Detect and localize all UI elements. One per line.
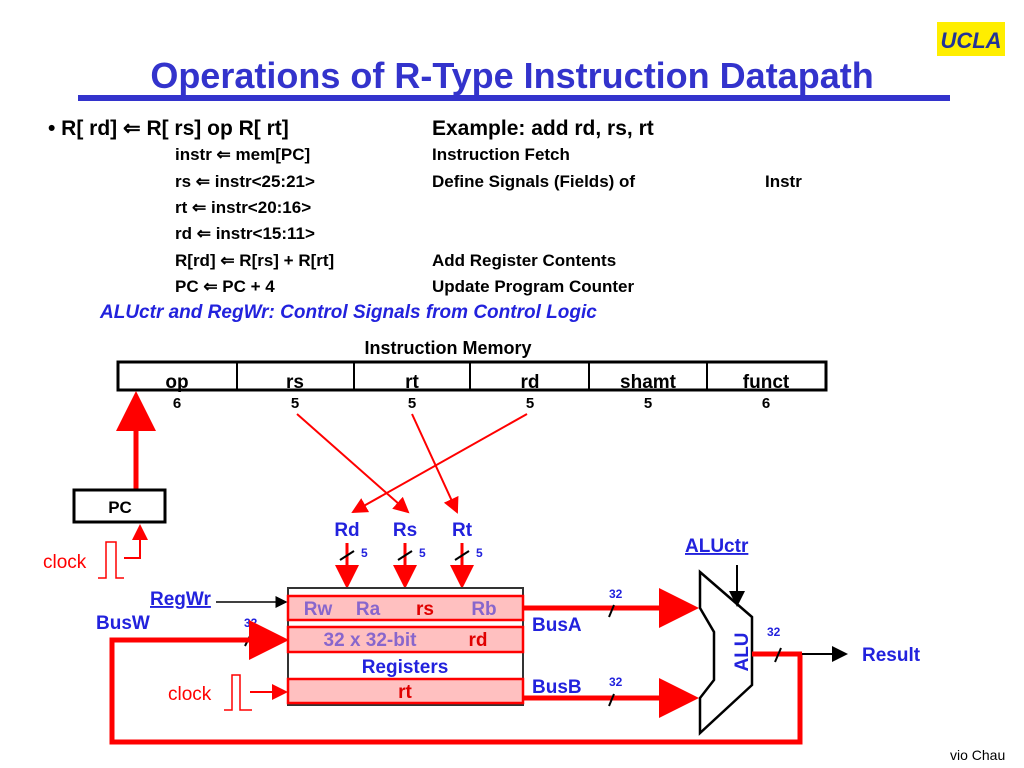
step-list: instr ⇐ mem[PC] Instruction Fetch rs ⇐ i… [175, 145, 802, 296]
control-note: ALUctr and RegWr: Control Signals from C… [99, 302, 597, 323]
busw-label: BusW [96, 613, 150, 634]
clock-label-regfile: clock [168, 684, 212, 705]
width-label: 5 [419, 546, 426, 560]
register-file: Rw Ra Rb 32 x 32-bit Registers rs rd rt [286, 587, 525, 706]
instruction-memory-label: Instruction Memory [364, 338, 531, 358]
step-left: PC ⇐ PC + 4 [175, 277, 275, 296]
port-rb: Rb [471, 599, 496, 620]
regfile-size: 32 x 32-bit [324, 630, 418, 651]
alu-out-width: 32 [767, 625, 781, 639]
width-label: 5 [361, 546, 368, 560]
page-title: Operations of R-Type Instruction Datapat… [150, 55, 873, 96]
bits-rd: 5 [526, 395, 534, 412]
alu [698, 569, 754, 736]
step-right: Define Signals (Fields) of [432, 172, 635, 191]
register-select-wires [335, 543, 474, 589]
step-left: rs ⇐ instr<25:21> [175, 172, 315, 191]
step-left: instr ⇐ mem[PC] [175, 145, 310, 164]
field-funct: funct [743, 372, 790, 393]
field-wires [296, 413, 528, 514]
step-right: Update Program Counter [432, 277, 635, 296]
rt-input-label: Rt [452, 520, 473, 541]
highlight-rt: rt [398, 682, 412, 703]
busa-width: 32 [609, 587, 623, 601]
bullet-left: • R[ rd] ⇐ R[ rs] op R[ rt] [48, 117, 289, 140]
field-rs: rs [286, 372, 304, 393]
title-underline [78, 95, 950, 101]
result-label: Result [862, 645, 921, 666]
busa-label: BusA [532, 615, 582, 636]
pc-register [72, 488, 167, 524]
result-feedback-wire [109, 620, 803, 745]
svg-text:UCLA: UCLA [940, 28, 1001, 53]
aluctr-signal: ALUctr [685, 536, 749, 557]
step-left: R[rd] ⇐ R[rs] + R[rt] [175, 251, 334, 270]
rs-input-label: Rs [393, 520, 417, 541]
highlight-rs: rs [416, 599, 434, 620]
rd-input-label: Rd [334, 520, 359, 541]
bullet-right: Example: add rd, rs, rt [432, 117, 654, 140]
busb-label: BusB [532, 677, 582, 698]
bits-rs: 5 [291, 395, 299, 412]
pc-label: PC [108, 498, 132, 517]
port-rw: Rw [304, 599, 333, 620]
bits-op: 6 [173, 395, 181, 412]
step-left: rt ⇐ instr<20:16> [175, 198, 311, 217]
footer-author: vio Chau [950, 747, 1005, 763]
clock-pulse-icon [224, 674, 252, 711]
bits-rt: 5 [408, 395, 416, 412]
field-rd: rd [521, 372, 540, 393]
regwr-signal: RegWr [150, 589, 211, 610]
field-shamt: shamt [620, 372, 677, 393]
width-label: 5 [476, 546, 483, 560]
port-ra: Ra [356, 599, 381, 620]
highlight-rd: rd [469, 630, 488, 651]
field-op: op [165, 372, 188, 393]
field-rt: rt [405, 372, 419, 393]
clock-wire-pc [124, 524, 148, 559]
clock-pulse-icon [98, 541, 124, 579]
instruction-format: op rs rt rd shamt funct 6 5 5 5 5 6 [116, 360, 828, 412]
step-right: Add Register Contents [432, 251, 616, 270]
step-right: Instruction Fetch [432, 145, 570, 164]
step-left: rd ⇐ instr<15:11> [175, 224, 315, 243]
clock-label-pc: clock [43, 552, 87, 573]
alu-label: ALU [732, 632, 753, 671]
bits-funct: 6 [762, 395, 770, 412]
ucla-logo: UCLA [937, 22, 1005, 56]
bits-shamt: 5 [644, 395, 652, 412]
regfile-name: Registers [362, 657, 449, 678]
busw-width: 32 [244, 616, 258, 630]
busb-width: 32 [609, 675, 623, 689]
step-extra: Instr [765, 172, 802, 191]
